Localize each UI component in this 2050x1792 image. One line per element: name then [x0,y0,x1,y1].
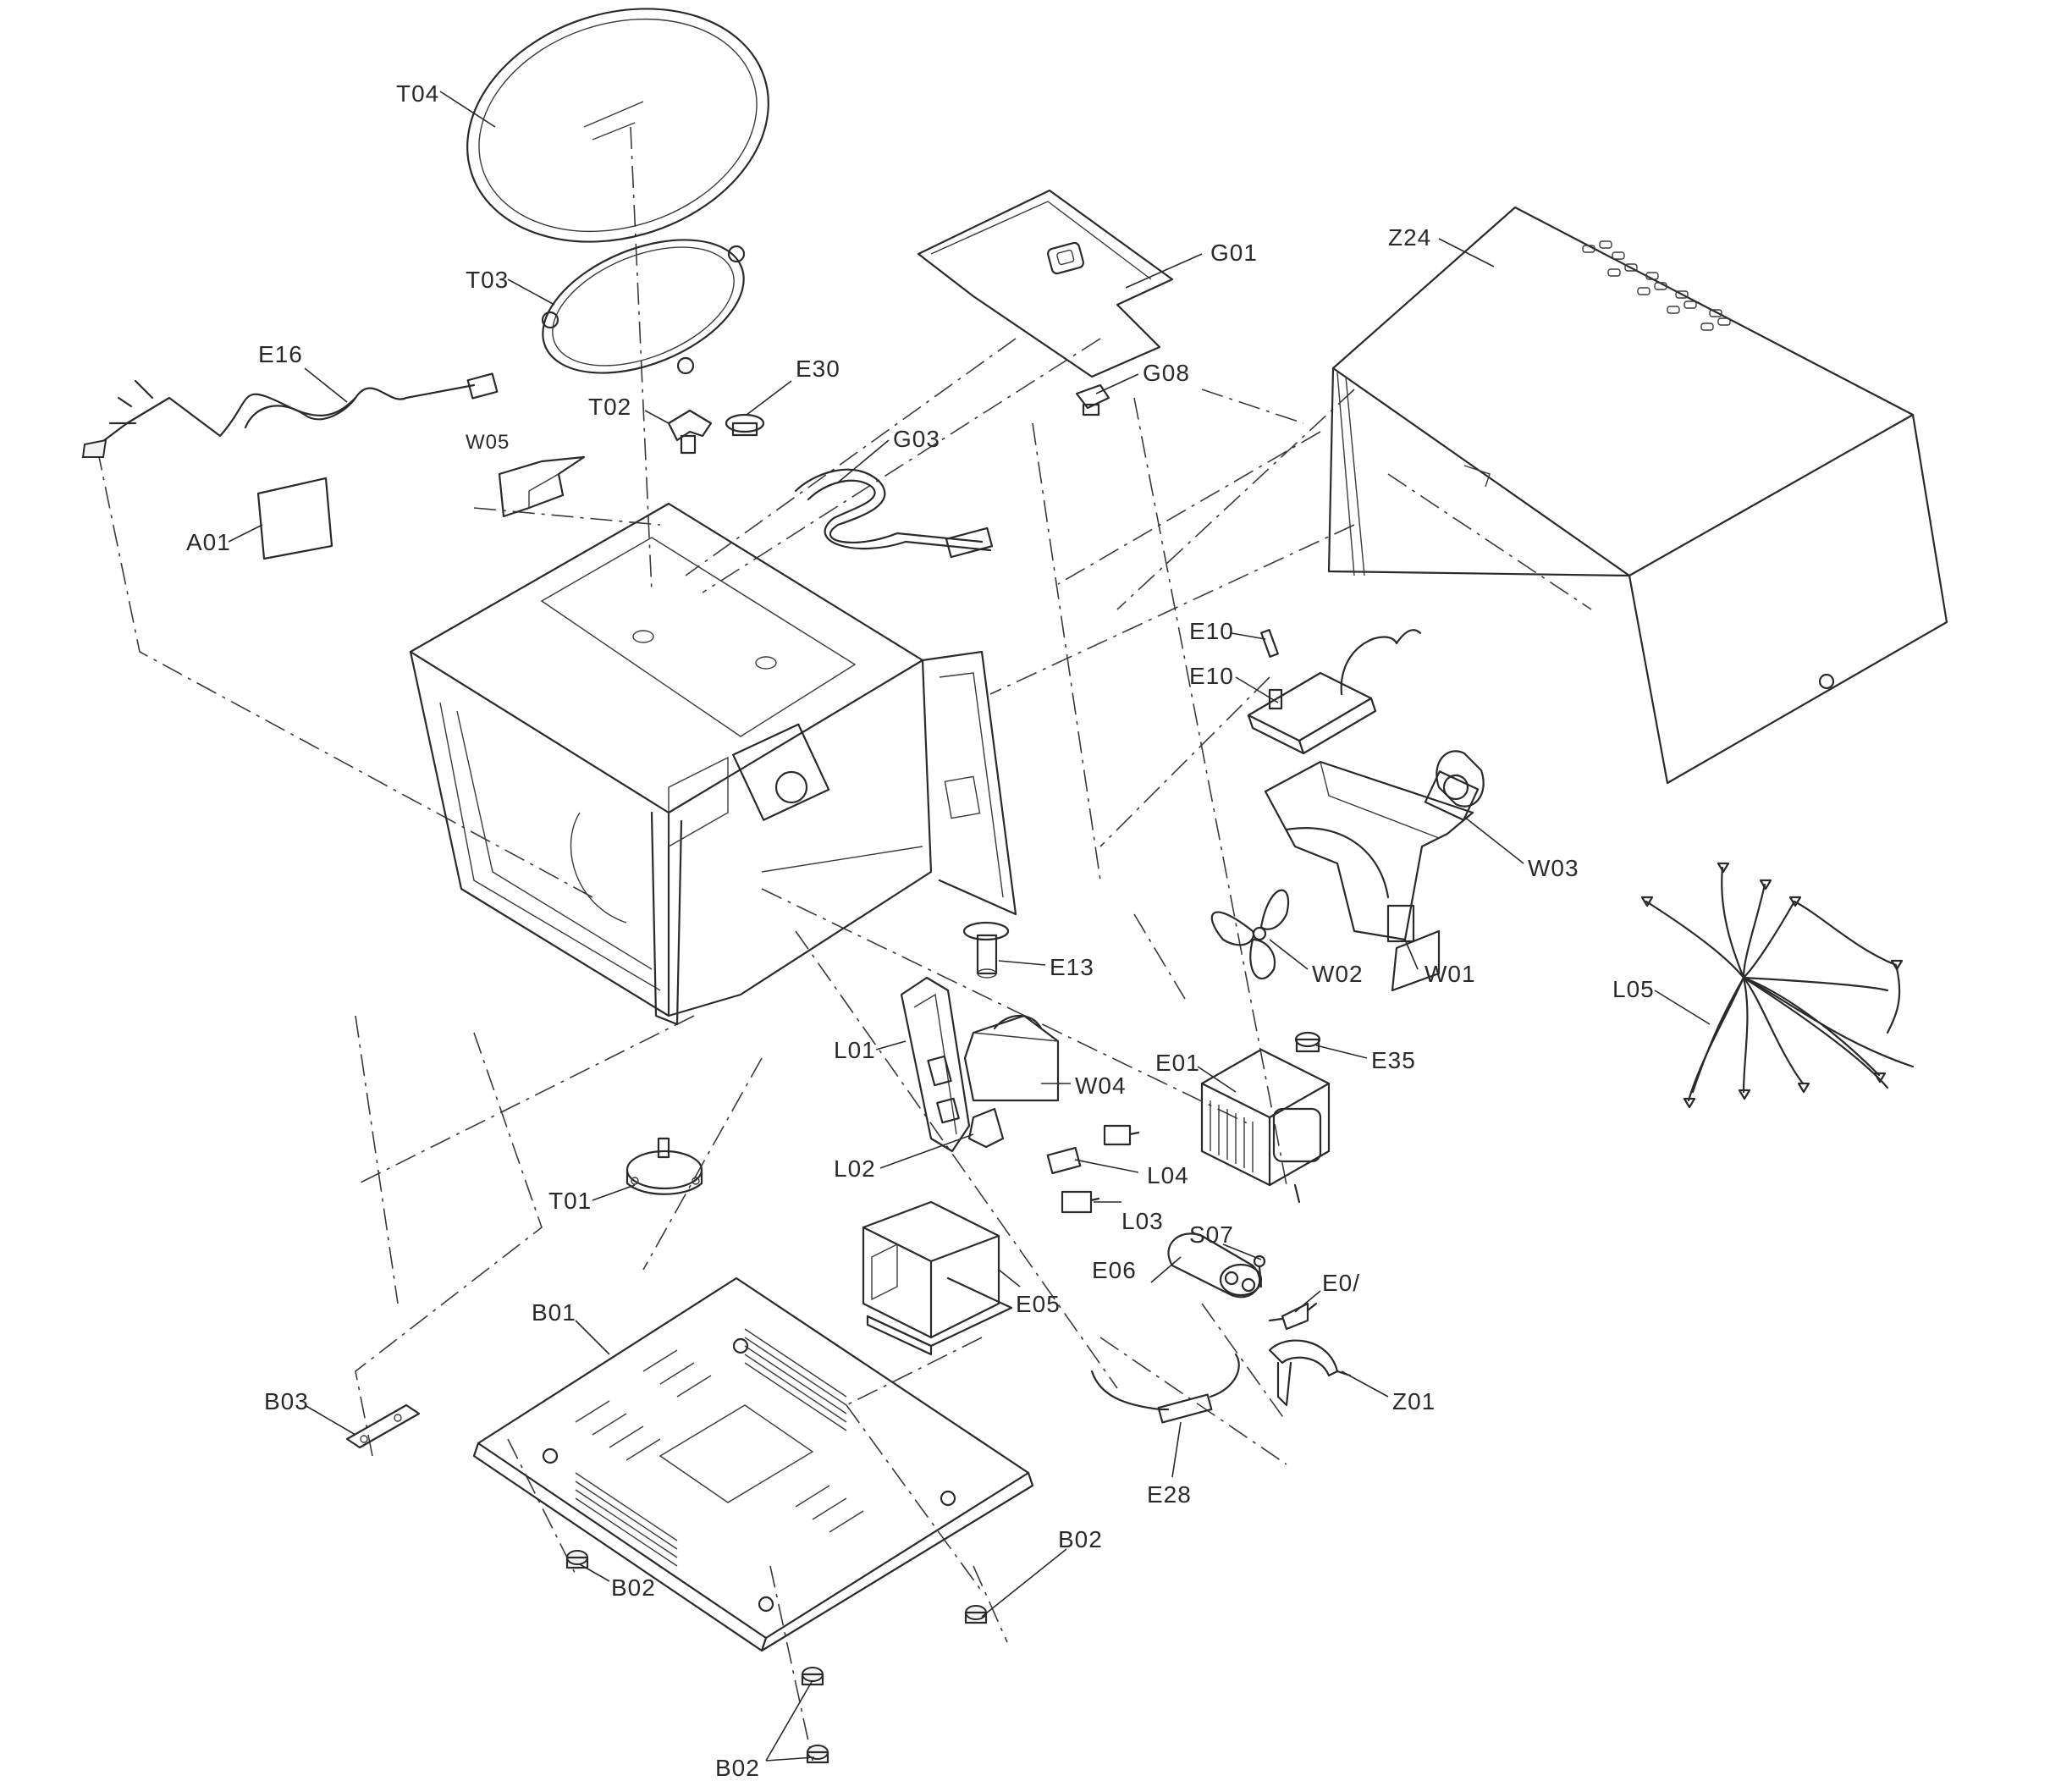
waveguide-cover-g01[interactable] [917,189,1174,378]
part-labels: T04 T03 T02 E30 E16 W05 A01 G01 G08 G03 … [186,80,1655,1781]
thermostat-e30[interactable] [725,413,765,437]
oven-cavity-chassis [409,502,1017,1026]
magnetron-e01[interactable] [1200,1048,1331,1204]
label-e13: E13 [1050,954,1094,980]
label-z01: Z01 [1392,1388,1436,1414]
noise-filter-e28[interactable] [1090,1353,1240,1424]
wiring-harness-l05[interactable] [1640,862,1915,1109]
label-s07: S07 [1189,1221,1234,1248]
label-t02: T02 [588,394,631,420]
label-l04: L04 [1147,1162,1189,1188]
label-b02-bottom: B02 [715,1755,760,1781]
rubber-foot-b02[interactable] [565,1550,988,1764]
assembly-guide-lines [96,126,1592,1762]
label-g01: G01 [1210,240,1258,266]
panel-a01[interactable] [256,477,333,560]
turntable-motor-t01[interactable] [625,1137,703,1195]
label-e01: E01 [1155,1050,1200,1076]
power-cord-e16[interactable] [81,372,499,458]
label-w02: W02 [1312,961,1364,987]
air-duct-w04[interactable] [963,1014,1060,1102]
label-l03: L03 [1121,1208,1164,1234]
label-w03: W03 [1528,855,1579,881]
outer-cabinet-z24[interactable] [1327,206,1948,785]
fan-blade-w02[interactable] [1210,889,1290,980]
label-e16: E16 [258,341,303,367]
label-e28: E28 [1147,1481,1192,1508]
diode-e07[interactable] [1268,1302,1318,1331]
label-l01: L01 [834,1037,876,1063]
label-e10-board: E10 [1189,663,1234,689]
clip-g08[interactable] [1075,383,1110,416]
label-e06: E06 [1092,1257,1137,1283]
cabinet-vent-slots [1582,240,1731,331]
fan-motor-w03[interactable] [1424,750,1485,821]
label-w04: W04 [1075,1072,1127,1099]
antenna-e13[interactable] [962,921,1010,979]
label-z24: Z24 [1388,224,1431,251]
latch-bracket-l01[interactable] [900,976,971,1153]
label-t04: T04 [396,80,439,107]
microswitch-l03[interactable] [1061,1190,1100,1214]
base-plate-b01[interactable] [472,1276,1034,1652]
label-e07: E0/ [1322,1270,1360,1296]
label-t03: T03 [466,267,509,293]
roller-ring-t03[interactable] [524,213,763,400]
thermal-fuse-e35[interactable] [1294,1031,1321,1053]
label-b03: B03 [264,1388,309,1414]
label-g03: G03 [893,426,940,452]
coupler-t02[interactable] [667,409,713,455]
label-e35: E35 [1371,1047,1416,1073]
label-b01: B01 [532,1299,576,1326]
turntable-glass-t04[interactable] [437,0,799,279]
latch-lever-l02[interactable] [967,1107,1005,1149]
transformer-e05[interactable] [862,1200,1013,1356]
grill-heater-g03[interactable] [794,468,994,559]
label-a01: A01 [186,529,231,555]
pcb-e10[interactable] [1247,629,1422,755]
bracket-b03[interactable] [345,1403,421,1449]
label-l05: L05 [1612,976,1655,1002]
label-e10-top: E10 [1189,618,1234,644]
label-b02-right: B02 [1058,1526,1103,1552]
label-w05: W05 [466,431,510,454]
leader-lines [228,91,1711,1762]
label-b02-left: B02 [611,1574,656,1601]
label-t01: T01 [548,1188,592,1214]
label-w01: W01 [1425,961,1476,987]
fan-bracket-w01[interactable] [1264,760,1474,992]
label-l02: L02 [834,1155,876,1182]
screw-s07[interactable] [1253,1254,1266,1288]
label-e30: E30 [796,356,840,382]
flap-w05[interactable] [498,455,586,518]
capacitor-bracket-z01[interactable] [1268,1339,1352,1407]
label-e05: E05 [1016,1291,1061,1317]
microswitch-l04[interactable] [1046,1124,1140,1175]
base-vent-slots [575,1328,864,1567]
label-g08: G08 [1143,360,1190,386]
